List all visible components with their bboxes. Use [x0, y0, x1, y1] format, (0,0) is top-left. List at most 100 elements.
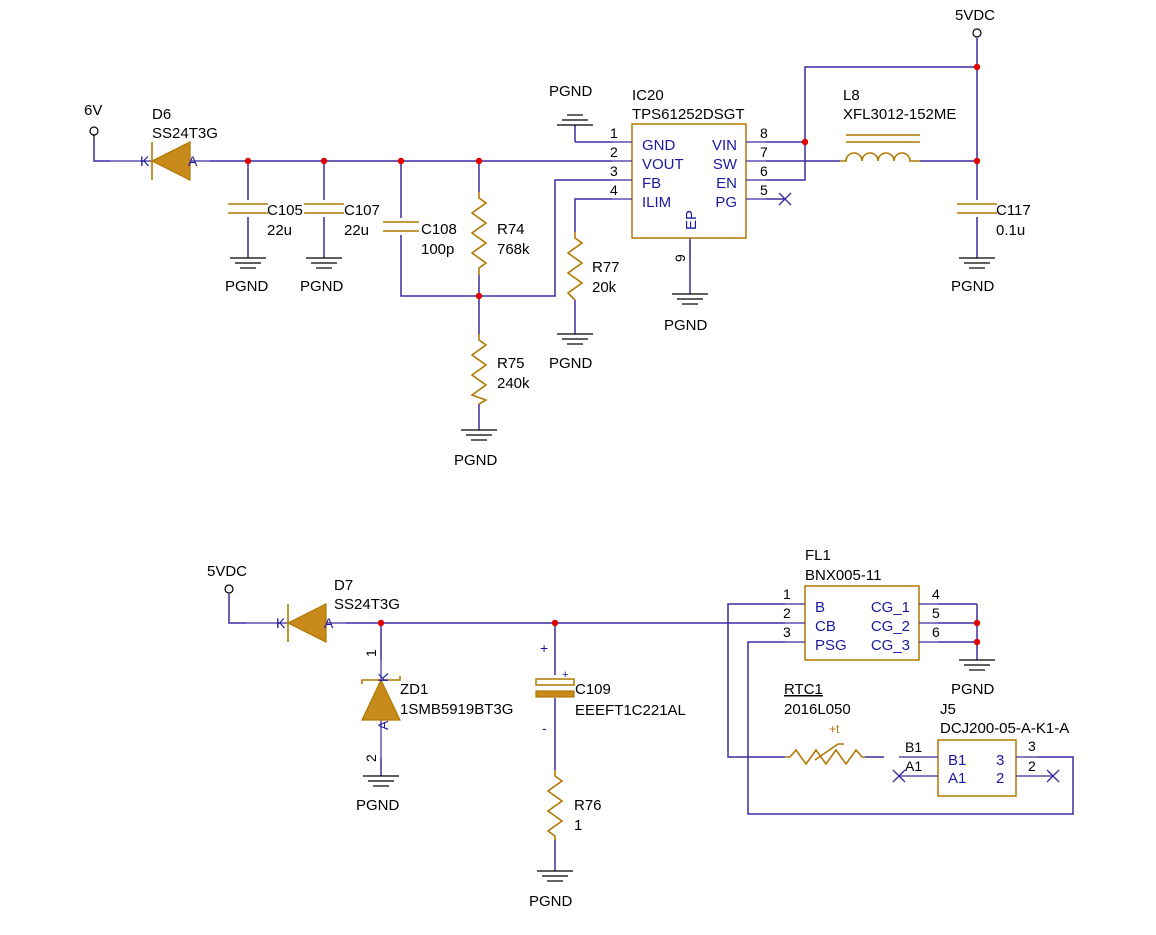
ref-designator: FL1: [805, 547, 831, 564]
part-value: TPS61252DSGT: [632, 106, 745, 123]
pin-number: 8: [760, 125, 768, 141]
pin-a-label: A: [324, 615, 334, 631]
pin-number: 5: [760, 182, 768, 198]
thermistor-rtc1: +t RTC1 2016L050: [784, 681, 865, 766]
ground-label: PGND: [664, 317, 708, 334]
ground-label: PGND: [951, 681, 995, 698]
ic-ic20: 1 2 3 4 GND VOUT FB ILIM 8 7 6 5 VIN SW …: [610, 87, 792, 334]
pin-number: 2: [1028, 758, 1036, 774]
ref-designator: C108: [421, 221, 457, 238]
cap-plate-negative: [535, 690, 575, 698]
pin-name: VIN: [712, 137, 737, 154]
pin-name: B1: [948, 752, 966, 769]
pin-name: CG_1: [871, 599, 910, 616]
pin-name: 3: [996, 752, 1004, 769]
pin-name: PSG: [815, 637, 847, 654]
part-value: XFL3012-152ME: [843, 106, 956, 123]
junction-dot: [973, 63, 981, 71]
pin-number: 1: [610, 125, 618, 141]
ref-designator: R75: [497, 355, 525, 372]
power-5vdc-top: 5VDC: [955, 7, 995, 38]
part-value: 1SMB5919BT3G: [400, 701, 513, 718]
cap-c117: PGND C117 0.1u: [951, 202, 1031, 295]
power-label: 6V: [84, 102, 102, 119]
inductor-l8: L8 XFL3012-152ME: [840, 87, 956, 162]
ref-designator: ZD1: [400, 681, 428, 698]
ref-designator: D6: [152, 106, 171, 123]
part-value: 100p: [421, 241, 454, 258]
pin-number: 3: [783, 624, 791, 640]
ground-icon: [958, 659, 996, 671]
ref-designator: D7: [334, 577, 353, 594]
diode-d7: K A D7 SS24T3G: [246, 577, 400, 643]
part-value: 1: [574, 817, 582, 834]
zener-zd1: 1 K A 2 PGND ZD1 1SMB5919BT3G: [356, 649, 513, 814]
part-value: DCJ200-05-A-K1-A: [940, 720, 1069, 737]
filter-fl1: 1 2 3 B CB PSG 4 5 6 CG_1 CG_2 CG_3 FL1 …: [783, 547, 996, 698]
ref-designator: IC20: [632, 87, 664, 104]
top-wires: [93, 38, 978, 430]
pin-number: 5: [932, 605, 940, 621]
pin-name: EP: [683, 210, 700, 230]
cap-c108: C108 100p: [383, 221, 457, 258]
power-port-icon: [89, 126, 99, 136]
junction-dot: [397, 157, 405, 165]
no-connect-icon: [778, 192, 792, 206]
polarity-plus-inner: +: [562, 669, 568, 681]
pin-number: 6: [932, 624, 940, 640]
part-value: EEEFT1C221AL: [575, 702, 686, 719]
pin-name: EN: [716, 175, 737, 192]
ref-designator: C117: [996, 202, 1031, 219]
pin-number: 1: [363, 649, 379, 657]
pin-number: 3: [1028, 738, 1036, 754]
pin-number: 6: [760, 163, 768, 179]
ref-designator: J5: [940, 701, 956, 718]
pin-name: CG_3: [871, 637, 910, 654]
ref-designator: R77: [592, 259, 620, 276]
ref-designator: L8: [843, 87, 860, 104]
part-value: 2016L050: [784, 701, 851, 718]
part-value: 20k: [592, 279, 617, 296]
pin-name: PG: [715, 194, 737, 211]
no-connect-icon: [1046, 769, 1060, 783]
ground-icon: [958, 257, 996, 269]
pin-name: CB: [815, 618, 836, 635]
junction-dot: [801, 138, 809, 146]
ground-icon: [229, 257, 267, 269]
part-value: 22u: [267, 222, 292, 239]
pin-number: A1: [905, 758, 922, 774]
ground-icon: [536, 870, 574, 882]
pin-number: 4: [610, 182, 618, 198]
bottom-junctions: [377, 619, 981, 646]
ground-label: PGND: [549, 83, 593, 100]
power-6v: 6V: [84, 102, 102, 140]
power-port-icon: [224, 584, 234, 594]
ground-icon: [362, 775, 400, 787]
cap-c109: + + - C109 EEEFT1C221AL: [535, 640, 686, 736]
part-value: 768k: [497, 241, 530, 258]
ground-icon: [460, 429, 498, 441]
inductor-icon: [840, 152, 920, 162]
pin-name: FB: [642, 175, 661, 192]
junction-dot: [320, 157, 328, 165]
no-connect-icon: [892, 769, 906, 783]
thermistor-icon: [785, 748, 865, 766]
pin-number: 7: [760, 144, 768, 160]
ref-designator: C109: [575, 681, 611, 698]
connector-body: [937, 739, 1017, 797]
pin-number: 9: [672, 254, 688, 262]
pin-name: GND: [642, 137, 676, 154]
thermal-mark-icon: +t: [829, 722, 840, 736]
junction-dot: [475, 157, 483, 165]
power-port-icon: [972, 28, 982, 38]
ground-label: PGND: [549, 355, 593, 372]
junction-dot: [973, 638, 981, 646]
part-value: BNX005-11: [805, 567, 881, 584]
ground-label: PGND: [454, 452, 498, 469]
part-value: 240k: [497, 375, 530, 392]
pin-number: 3: [610, 163, 618, 179]
pin-name: CG_2: [871, 618, 910, 635]
pin-name: A1: [948, 770, 966, 787]
pin-number: 2: [610, 144, 618, 160]
part-value: SS24T3G: [334, 596, 400, 613]
